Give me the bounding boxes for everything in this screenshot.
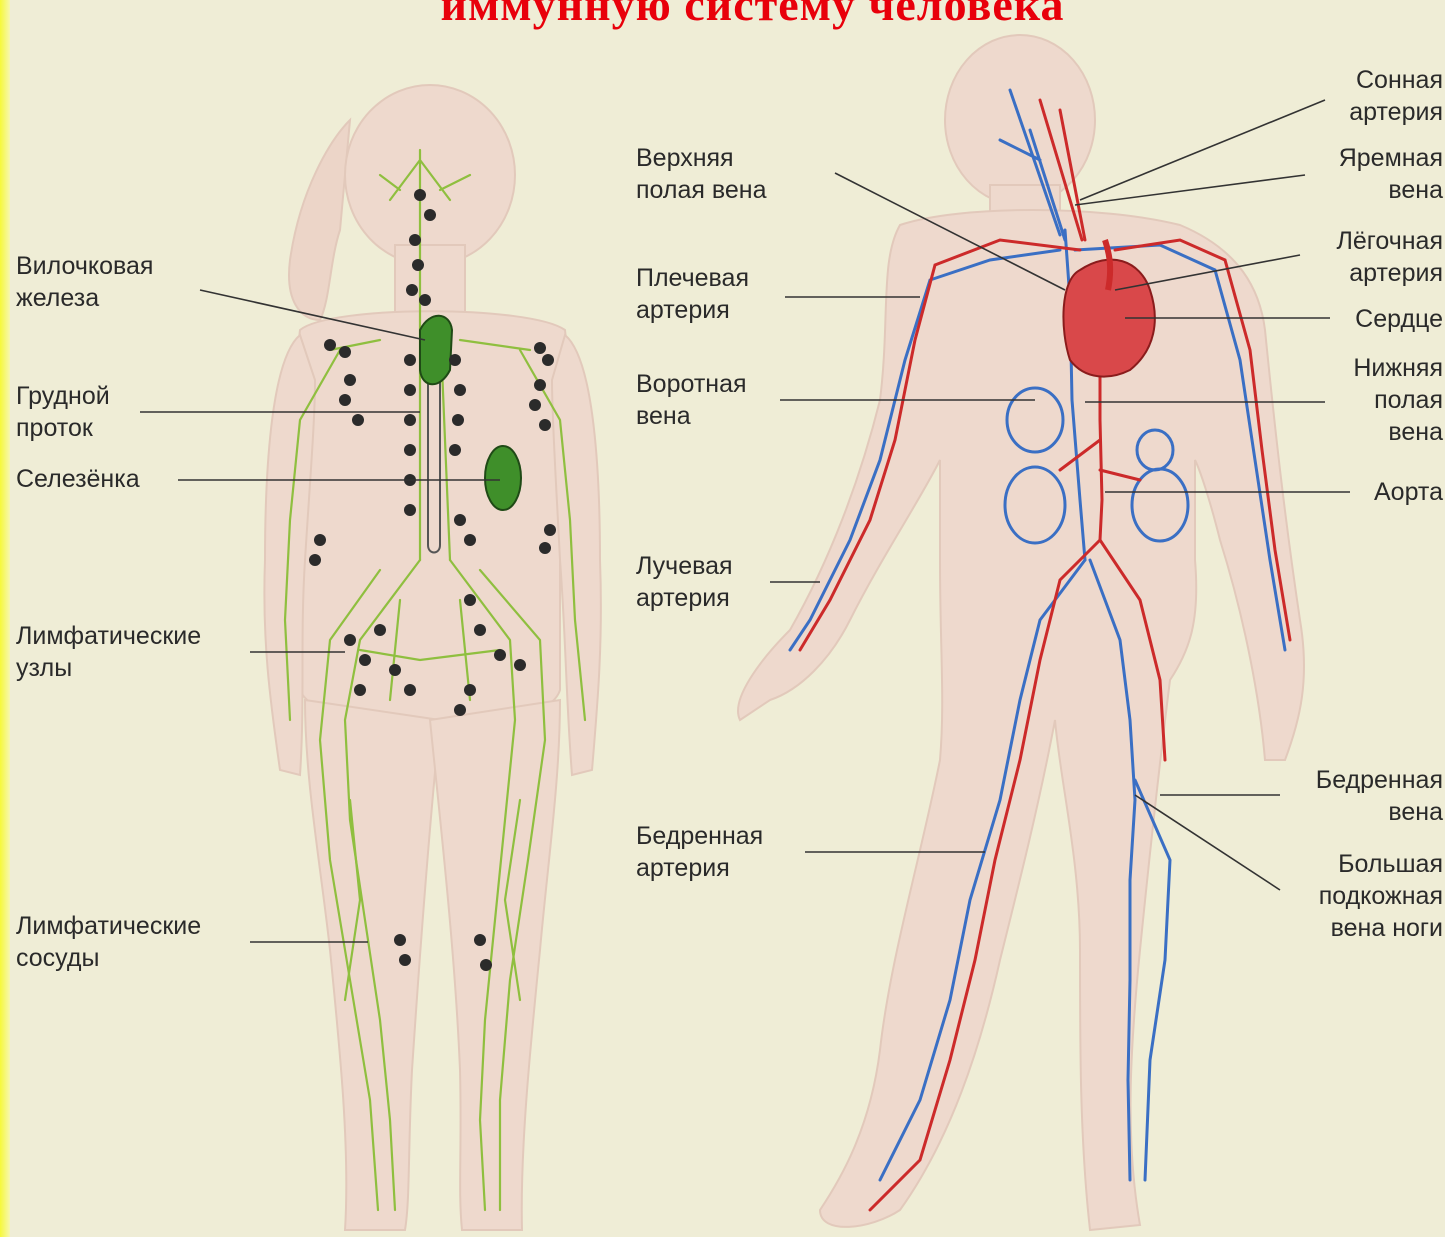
- circulatory-body-silhouette: [738, 35, 1304, 1230]
- lymph-node: [404, 504, 416, 516]
- lymph-node: [389, 664, 401, 676]
- lymph-node: [424, 209, 436, 221]
- lymph-node: [404, 384, 416, 396]
- lymph-node: [399, 954, 411, 966]
- lymph-node: [414, 189, 426, 201]
- lymph-node: [404, 354, 416, 366]
- label-femoral-vein: Бедренная вена: [1316, 764, 1443, 828]
- label-pulmonary-artery: Лёгочная артерия: [1336, 225, 1443, 289]
- label-femoral-artery: Бедренная артерия: [636, 820, 763, 884]
- lymph-node: [449, 444, 461, 456]
- lymph-node: [539, 542, 551, 554]
- lymph-node: [452, 414, 464, 426]
- label-brachial-artery: Плечевая артерия: [636, 262, 749, 326]
- label-portal-vein: Воротная вена: [636, 368, 747, 432]
- lymph-node: [514, 659, 526, 671]
- lymph-node: [344, 634, 356, 646]
- lymph-node: [454, 704, 466, 716]
- lymph-node: [464, 684, 476, 696]
- lymph-node: [474, 934, 486, 946]
- lymph-node: [454, 384, 466, 396]
- label-thoracic-duct: Грудной проток: [16, 380, 110, 444]
- lymph-node: [454, 514, 466, 526]
- lymph-node: [494, 649, 506, 661]
- lymph-node: [542, 354, 554, 366]
- lymph-node: [404, 414, 416, 426]
- lymph-node: [404, 444, 416, 456]
- lymph-node: [394, 934, 406, 946]
- lymph-node: [480, 959, 492, 971]
- lymph-node: [474, 624, 486, 636]
- label-aorta: Аорта: [1374, 476, 1443, 508]
- lymph-node: [359, 654, 371, 666]
- lymph-node: [534, 342, 546, 354]
- lymph-node: [449, 354, 461, 366]
- lymph-node: [464, 534, 476, 546]
- label-superior-vena-cava: Верхняя полая вена: [636, 142, 766, 206]
- lymph-node: [464, 594, 476, 606]
- lymph-node: [339, 394, 351, 406]
- lymph-node: [324, 339, 336, 351]
- lymph-node: [404, 684, 416, 696]
- lymph-node: [419, 294, 431, 306]
- lymph-node: [344, 374, 356, 386]
- lymph-node: [309, 554, 321, 566]
- label-lymph-nodes: Лимфатические узлы: [16, 620, 201, 684]
- label-spleen: Селезёнка: [16, 463, 140, 495]
- label-thymus: Вилочковая железа: [16, 250, 153, 314]
- label-radial-artery: Лучевая артерия: [636, 550, 733, 614]
- lymph-node: [354, 684, 366, 696]
- lymph-node: [314, 534, 326, 546]
- lymph-node: [529, 399, 541, 411]
- label-lymph-vessels: Лимфатические сосуды: [16, 910, 201, 974]
- lymph-node: [544, 524, 556, 536]
- lymph-node: [352, 414, 364, 426]
- lymph-node: [374, 624, 386, 636]
- lymph-node: [406, 284, 418, 296]
- label-jugular-vein: Яремная вена: [1339, 142, 1443, 206]
- lymph-node: [339, 346, 351, 358]
- lymph-node: [539, 419, 551, 431]
- label-great-saphenous-vein: Большая подкожная вена ноги: [1319, 848, 1443, 944]
- lymph-node: [412, 259, 424, 271]
- lymph-node: [534, 379, 546, 391]
- label-heart: Сердце: [1355, 303, 1443, 335]
- label-inferior-vena-cava: Нижняя полая вена: [1353, 352, 1443, 448]
- lymph-node: [409, 234, 421, 246]
- label-carotid-artery: Сонная артерия: [1349, 64, 1443, 128]
